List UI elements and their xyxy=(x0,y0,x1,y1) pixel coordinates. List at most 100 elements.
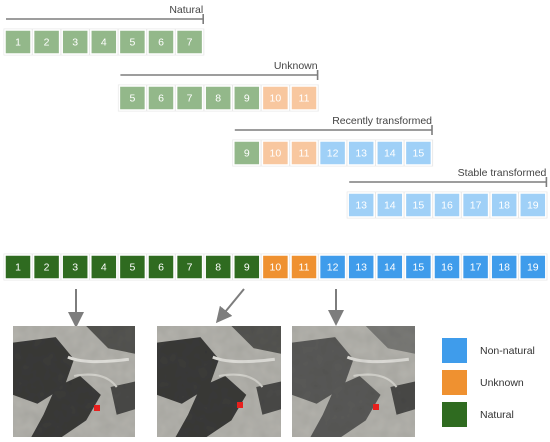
range-cell: 14 xyxy=(376,140,404,166)
timeline-cell-box xyxy=(290,254,318,280)
timeline-cell-box xyxy=(90,254,118,280)
range-cell-box xyxy=(147,29,175,55)
pixel-marker xyxy=(373,404,379,410)
legend-item: Non-natural xyxy=(442,338,535,363)
range-cell-box xyxy=(90,29,118,55)
range-cell-box xyxy=(118,29,147,55)
timeline-cell-box xyxy=(519,254,547,280)
range-cell-label: 1 xyxy=(15,37,21,49)
range-cell: 10 xyxy=(261,85,290,111)
image-arrows xyxy=(68,288,344,328)
range-cell-label: 10 xyxy=(270,148,282,160)
range-cell: 17 xyxy=(461,192,490,218)
timeline-cell: 14 xyxy=(376,254,404,280)
range-cell-label: 16 xyxy=(441,200,453,212)
range-cell-label: 11 xyxy=(299,148,310,160)
range-cell: 3 xyxy=(61,29,89,55)
range-cell-label: 15 xyxy=(413,200,425,212)
timeline-cell: 19 xyxy=(519,254,547,280)
timeline-cell-box xyxy=(118,254,147,280)
timeline-cell: 15 xyxy=(404,254,433,280)
range-cell: 1 xyxy=(4,29,32,55)
range-cell: 7 xyxy=(175,29,204,55)
range-cell-box xyxy=(290,140,318,166)
legend-item: Unknown xyxy=(442,370,524,395)
timeline-cell-label: 2 xyxy=(44,262,50,274)
timeline-cell-label: 4 xyxy=(101,262,107,274)
range-cell-box xyxy=(32,29,61,55)
range-cell: 8 xyxy=(204,85,232,111)
timeline-cell-label: 7 xyxy=(187,262,193,274)
range-cell: 4 xyxy=(90,29,118,55)
range-cell-box xyxy=(61,29,89,55)
range-cell-box xyxy=(261,85,290,111)
timeline-cell-label: 19 xyxy=(527,262,539,274)
range-cell-label: 9 xyxy=(244,148,250,160)
range-cell: 6 xyxy=(147,29,175,55)
timeline-cell-box xyxy=(261,254,290,280)
pixel-marker xyxy=(237,402,243,408)
range-cell-box xyxy=(404,140,433,166)
legend-item: Natural xyxy=(442,402,514,427)
range-cell-box xyxy=(318,140,347,166)
timeline-cell-label: 5 xyxy=(129,262,135,274)
range-cell-box xyxy=(233,140,261,166)
range-cell: 18 xyxy=(490,192,518,218)
timeline-cell-label: 6 xyxy=(158,262,164,274)
range-cell: 5 xyxy=(118,85,147,111)
timeline-cell-label: 16 xyxy=(441,262,453,274)
timeline-cell-label: 17 xyxy=(470,262,482,274)
timeline-cell-box xyxy=(175,254,204,280)
range-cell-label: 13 xyxy=(355,200,367,212)
timeline-cell-label: 1 xyxy=(15,262,21,274)
timeline-cell-label: 13 xyxy=(355,262,367,274)
range-cell-box xyxy=(490,192,518,218)
range-cell-box xyxy=(347,192,375,218)
range-cell-box xyxy=(376,140,404,166)
range-cell: 9 xyxy=(233,140,261,166)
range-cell: 11 xyxy=(290,85,318,111)
timeline-cell: 17 xyxy=(461,254,490,280)
range-cell: 11 xyxy=(290,140,318,166)
range-cell-label: 8 xyxy=(215,93,221,105)
timeline-cell: 2 xyxy=(32,254,61,280)
timeline-cell: 5 xyxy=(118,254,147,280)
range-cell: 13 xyxy=(347,140,375,166)
range-cell-box xyxy=(175,85,204,111)
timeline-cell-box xyxy=(376,254,404,280)
range-cell-label: 11 xyxy=(299,93,310,105)
range-cell-box xyxy=(175,29,204,55)
timeline-cell: 13 xyxy=(347,254,375,280)
range-cell-box xyxy=(204,85,232,111)
range-cell-box xyxy=(290,85,318,111)
range-cell-box xyxy=(233,85,261,111)
range-cell-label: 12 xyxy=(327,148,339,160)
timeline-cell: 11 xyxy=(290,254,318,280)
range-cell-box xyxy=(461,192,490,218)
legend-label: Unknown xyxy=(480,377,524,389)
timeline-cell: 1 xyxy=(4,254,32,280)
range-cell-label: 14 xyxy=(384,200,396,212)
legend-label: Natural xyxy=(480,409,514,421)
legend-swatch xyxy=(442,370,467,395)
timeline-cell: 7 xyxy=(175,254,204,280)
range-cell-label: 2 xyxy=(44,37,50,49)
timeline-cell: 3 xyxy=(61,254,89,280)
range-cell-label: 14 xyxy=(384,148,396,160)
timeline-cell-label: 15 xyxy=(413,262,425,274)
range-cell: 13 xyxy=(347,192,375,218)
range-cell: 15 xyxy=(404,140,433,166)
range-cell-label: 5 xyxy=(129,93,135,105)
timeline-cell-box xyxy=(433,254,461,280)
satellite-image-3 xyxy=(292,326,415,437)
range-cell-label: 15 xyxy=(413,148,425,160)
range-cell: 7 xyxy=(175,85,204,111)
range-cell-label: 19 xyxy=(527,200,539,212)
timeline-cell: 8 xyxy=(204,254,232,280)
range-cell: 16 xyxy=(433,192,461,218)
